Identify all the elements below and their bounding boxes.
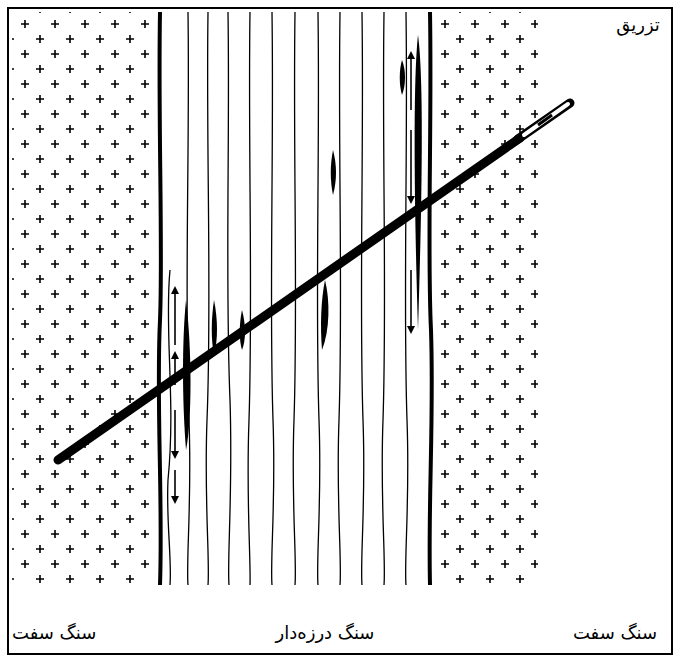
- rock-label: سنگ سفت: [12, 622, 96, 644]
- flow-arrows: [175, 55, 411, 500]
- hard-rock-right: [438, 12, 538, 590]
- injection-borehole: [58, 138, 520, 460]
- boundary-joint: [159, 12, 161, 585]
- hard-rock-left: [12, 12, 152, 590]
- injection-label: تزریق: [616, 14, 660, 36]
- grout-lenses: [183, 35, 422, 450]
- injection-pipe-bore: [524, 104, 568, 135]
- frame: [8, 8, 672, 654]
- boundary-joint: [429, 12, 431, 585]
- injection-pipe-detail: [538, 115, 552, 125]
- rock-label: سنگ درزه‌دار: [276, 622, 375, 644]
- rock-label: سنگ سفت: [573, 622, 657, 644]
- injection-pipe: [518, 103, 570, 139]
